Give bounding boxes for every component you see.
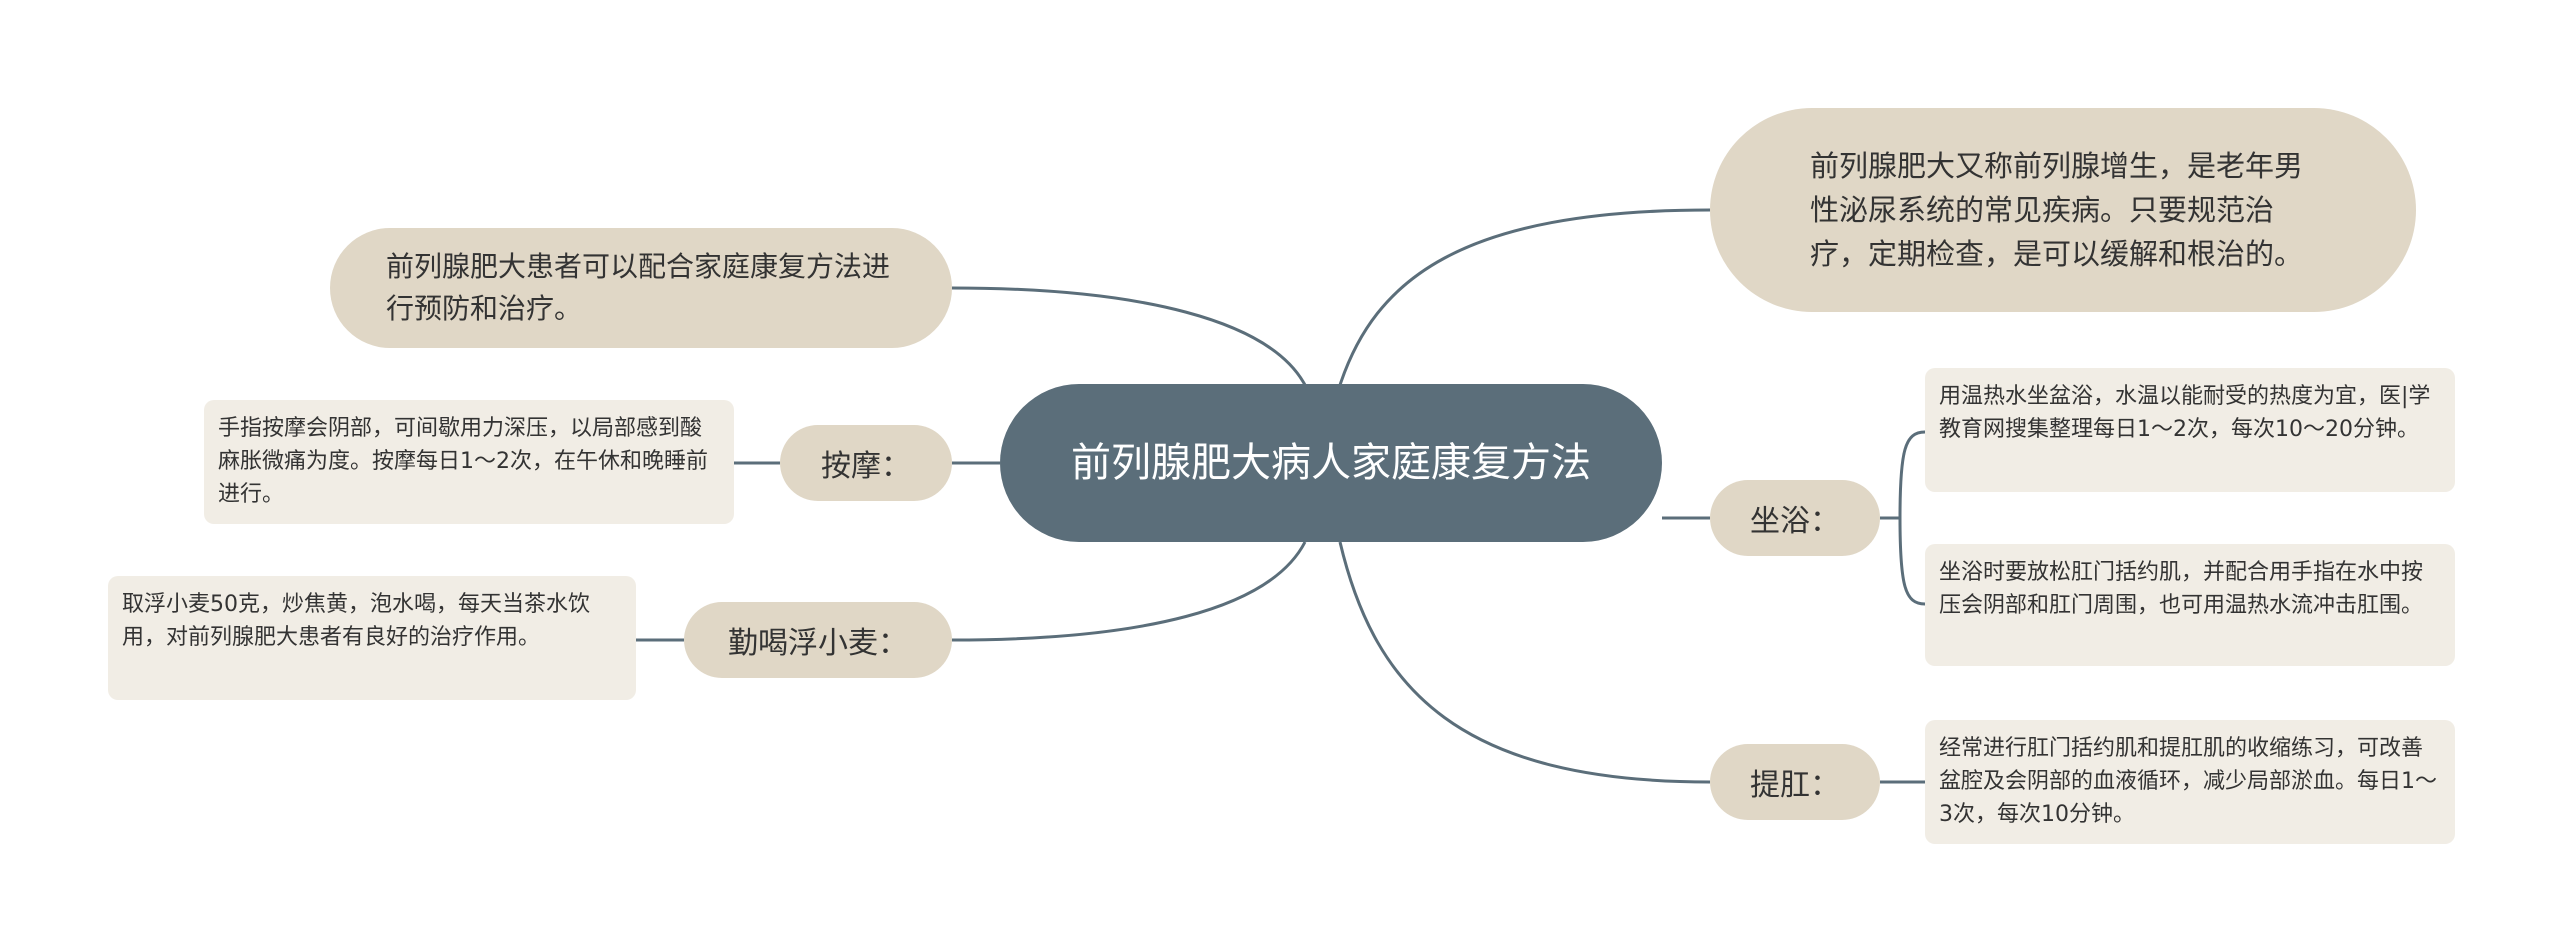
wheat-detail-text: 取浮小麦50克，炒焦黄，泡水喝，每天当茶水饮用，对前列腺肥大患者有良好的治疗作用… <box>122 592 590 650</box>
link-intro-left <box>951 286 1307 386</box>
central-topic[interactable]: 前列腺肥大病人家庭康复方法 <box>1000 384 1662 542</box>
massage-detail[interactable]: 手指按摩会阴部，可间歇用力深压，以局部感到酸麻胀微痛为度。按摩每日1～2次，在午… <box>204 400 734 524</box>
branch-wheat[interactable]: 勤喝浮小麦： <box>684 602 952 678</box>
central-topic-label: 前列腺肥大病人家庭康复方法 <box>1071 440 1591 486</box>
branch-massage-label: 按摩： <box>821 449 911 484</box>
sitzbath-detail-1-text: 用温热水坐盆浴，水温以能耐受的热度为宜，医|学教育网搜集整理每日1～2次，每次1… <box>1939 384 2431 442</box>
link-intro-right <box>1338 208 1711 386</box>
branch-sitzbath-label: 坐浴： <box>1750 504 1840 539</box>
intro-right-node[interactable]: 前列腺肥大又称前列腺增生，是老年男性泌尿系统的常见疾病。只要规范治疗，定期检查，… <box>1710 108 2416 312</box>
anus-detail[interactable]: 经常进行肛门括约肌和提肛肌的收缩练习，可改善盆腔及会阴部的血液循环，减少局部淤血… <box>1925 720 2455 844</box>
branch-massage[interactable]: 按摩： <box>780 425 952 501</box>
intro-left-node[interactable]: 前列腺肥大患者可以配合家庭康复方法进行预防和治疗。 <box>330 228 952 348</box>
branch-anus[interactable]: 提肛： <box>1710 744 1880 820</box>
intro-right-text: 前列腺肥大又称前列腺增生，是老年男性泌尿系统的常见疾病。只要规范治疗，定期检查，… <box>1810 149 2304 271</box>
link-wheat <box>951 541 1307 642</box>
wheat-detail[interactable]: 取浮小麦50克，炒焦黄，泡水喝，每天当茶水饮用，对前列腺肥大患者有良好的治疗作用… <box>108 576 636 700</box>
intro-left-text: 前列腺肥大患者可以配合家庭康复方法进行预防和治疗。 <box>386 250 891 325</box>
sitzbath-detail-2[interactable]: 坐浴时要放松肛门括约肌，并配合用手指在水中按压会阴部和肛门周围，也可用温热水流冲… <box>1925 544 2455 666</box>
link-sitzbath-details <box>1880 430 1926 606</box>
branch-wheat-label: 勤喝浮小麦： <box>728 626 908 661</box>
anus-detail-text: 经常进行肛门括约肌和提肛肌的收缩练习，可改善盆腔及会阴部的血液循环，减少局部淤血… <box>1939 736 2437 827</box>
branch-sitzbath[interactable]: 坐浴： <box>1710 480 1880 556</box>
link-anus <box>1338 541 1711 784</box>
sitzbath-detail-1[interactable]: 用温热水坐盆浴，水温以能耐受的热度为宜，医|学教育网搜集整理每日1～2次，每次1… <box>1925 368 2455 492</box>
massage-detail-text: 手指按摩会阴部，可间歇用力深压，以局部感到酸麻胀微痛为度。按摩每日1～2次，在午… <box>218 416 708 507</box>
sitzbath-detail-2-text: 坐浴时要放松肛门括约肌，并配合用手指在水中按压会阴部和肛门周围，也可用温热水流冲… <box>1939 560 2424 618</box>
branch-anus-label: 提肛： <box>1750 768 1840 803</box>
